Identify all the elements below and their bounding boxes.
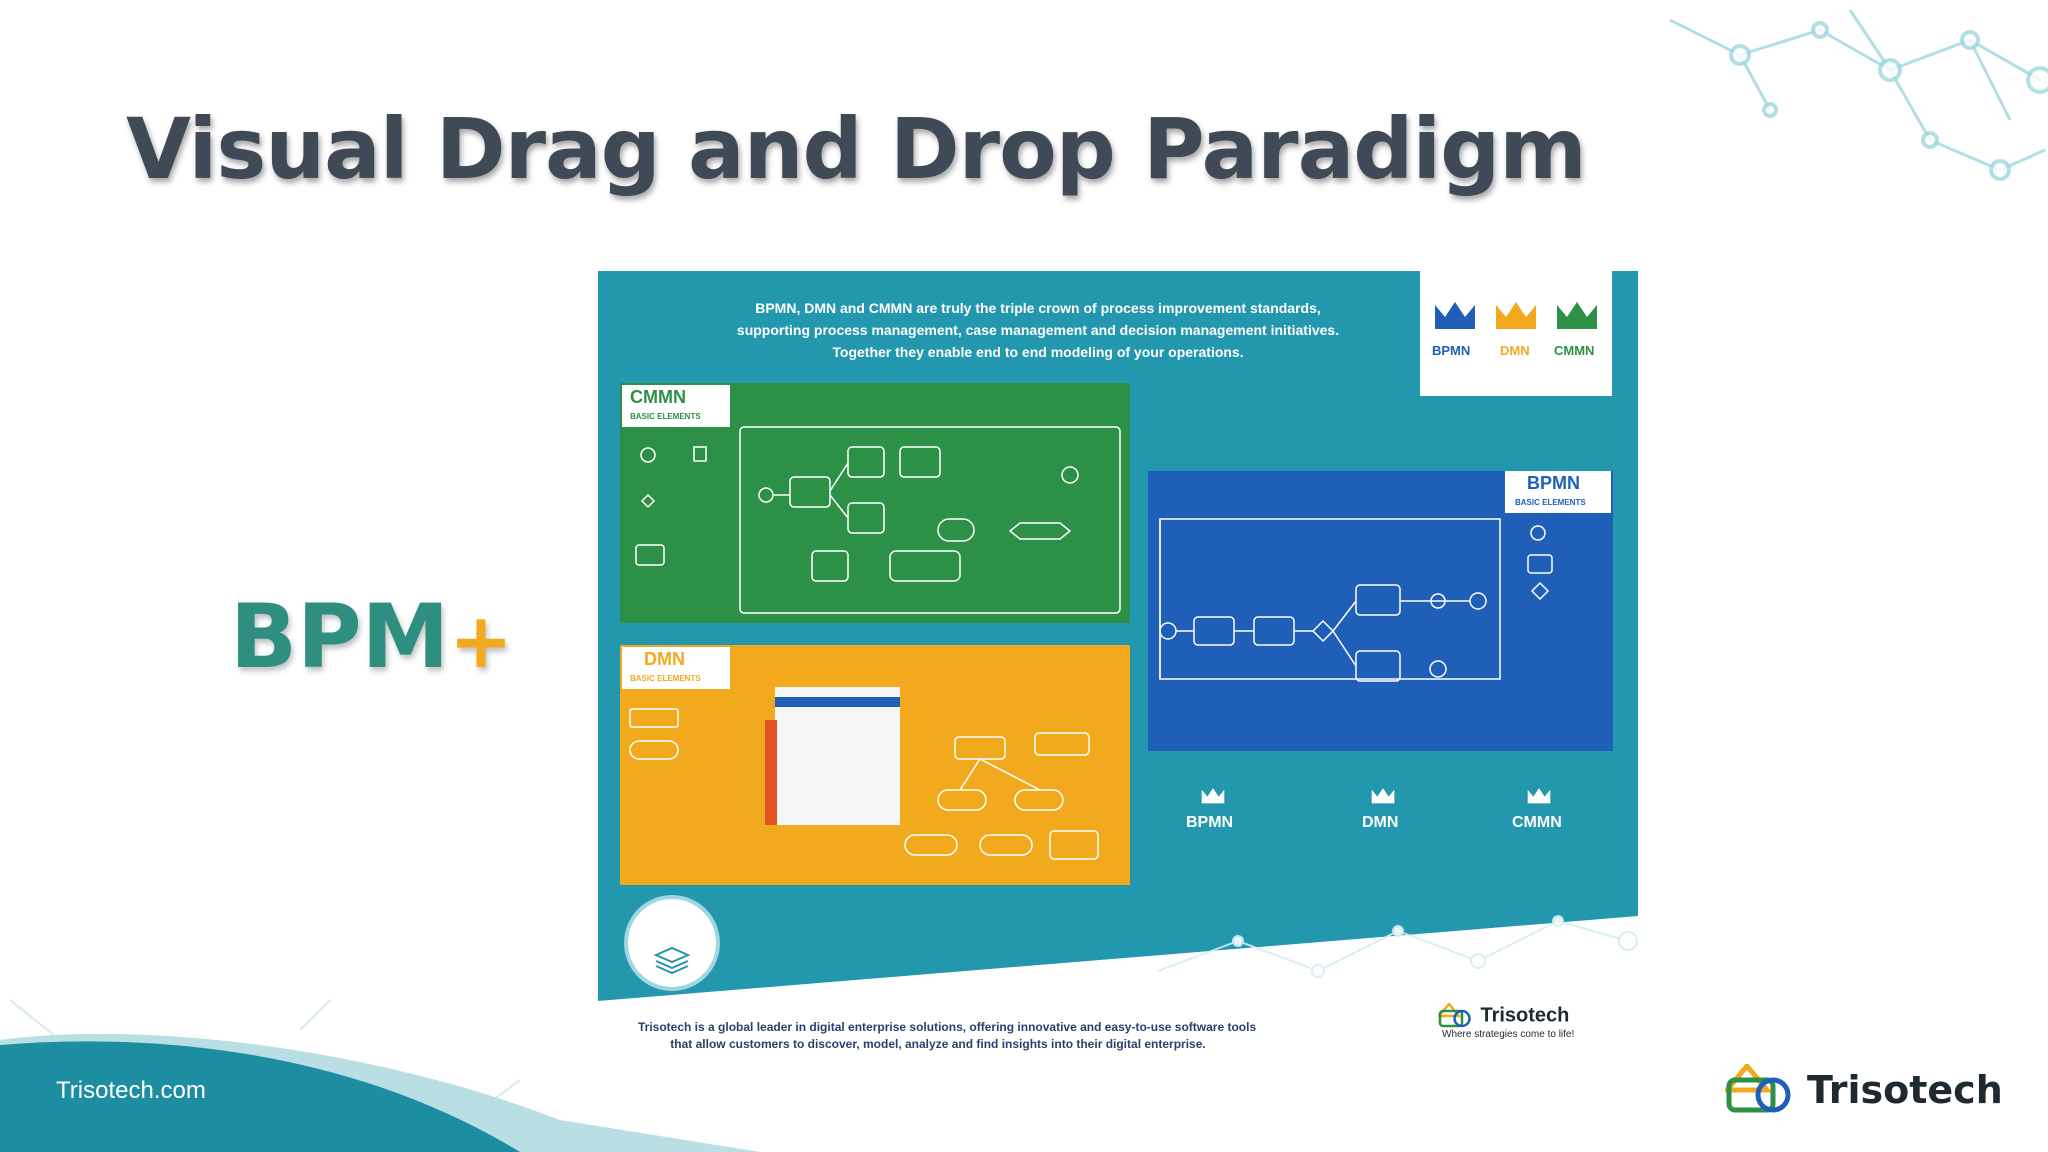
cmmn-panel: CMMN BASIC ELEMENTS [620, 383, 1130, 623]
dmn-panel-title: DMN [644, 649, 685, 669]
cmmn-diagram [635, 426, 1121, 614]
bpm-logo-plus: + [449, 596, 513, 685]
cmmn-panel-title: CMMN [630, 387, 686, 407]
download-badge [624, 895, 720, 991]
crown-label-cmmn: CMMN [1554, 343, 1595, 358]
crown-icon [1435, 302, 1475, 329]
crown-label-bpmn: BPMN [1432, 343, 1471, 358]
crown-icon [1496, 302, 1536, 329]
crown-label-dmn: DMN [1500, 343, 1530, 358]
poster-footer-brand: Trisotech Where strategies come to life! [1436, 1002, 1618, 1040]
bpmn-panel-header: BPMN BASIC ELEMENTS [1505, 471, 1611, 513]
network-decoration-top-right [1669, 9, 2048, 181]
intro-line-2: supporting process management, case mana… [736, 322, 1340, 338]
poster-footer-line-1: Trisotech is a global leader in digital … [638, 1020, 1257, 1034]
bpmn-panel: BPMN BASIC ELEMENTS [1148, 471, 1613, 751]
trisotech-logo-icon [1725, 1064, 1791, 1113]
poster-footer-line-2: that allow customers to discover, model,… [670, 1037, 1206, 1051]
cmmn-panel-subtitle: BASIC ELEMENTS [630, 412, 701, 421]
crowns-box: BPMN DMN CMMN [1420, 271, 1612, 396]
intro-line-3: Together they enable end to end modeling… [832, 344, 1244, 360]
trisotech-logo-icon [1436, 1002, 1471, 1028]
bpmn-diagram [1159, 518, 1553, 682]
layers-icon [653, 946, 691, 975]
crown-icon [1371, 788, 1395, 804]
dmn-panel: DMN BASIC ELEMENTS [620, 645, 1130, 885]
poster-footer-text: Trisotech is a global leader in digital … [638, 1019, 1257, 1053]
standard-label-bpmn: BPMN [1186, 814, 1234, 831]
footer-site-link[interactable]: Trisotech.com [56, 1077, 206, 1104]
dmn-panel-subtitle: BASIC ELEMENTS [630, 674, 701, 683]
cmmn-panel-header: CMMN BASIC ELEMENTS [622, 385, 730, 427]
dmn-panel-header: DMN BASIC ELEMENTS [622, 647, 730, 689]
brand-name: Trisotech [1807, 1068, 2003, 1112]
standards-row: BPMN DMN CMMN [1148, 786, 1613, 866]
crown-icon [1201, 788, 1225, 804]
standard-label-dmn: DMN [1362, 814, 1399, 831]
intro-line-1: BPMN, DMN and CMMN are truly the triple … [755, 300, 1321, 316]
poster-intro: BPMN, DMN and CMMN are truly the triple … [638, 297, 1438, 363]
standard-label-cmmn: CMMN [1512, 814, 1562, 831]
dmn-diagram [629, 687, 1099, 860]
bpm-logo-text: BPM [230, 585, 450, 688]
crown-icon [1557, 302, 1597, 329]
footer-wave [0, 999, 760, 1152]
slide-title: Visual Drag and Drop Paradigm [126, 100, 1587, 198]
bpmn-panel-subtitle: BASIC ELEMENTS [1515, 498, 1586, 507]
poster-brand-tagline: Where strategies come to life! [1442, 1029, 1575, 1040]
poster-image: BPMN, DMN and CMMN are truly the triple … [598, 271, 1638, 1051]
bpm-plus-logo: BPM+ [230, 585, 513, 688]
poster-brand-name: Trisotech [1480, 1004, 1570, 1027]
crown-icon [1527, 788, 1551, 804]
bpmn-panel-title: BPMN [1527, 473, 1580, 493]
trisotech-brand: Trisotech [1725, 1060, 2003, 1120]
